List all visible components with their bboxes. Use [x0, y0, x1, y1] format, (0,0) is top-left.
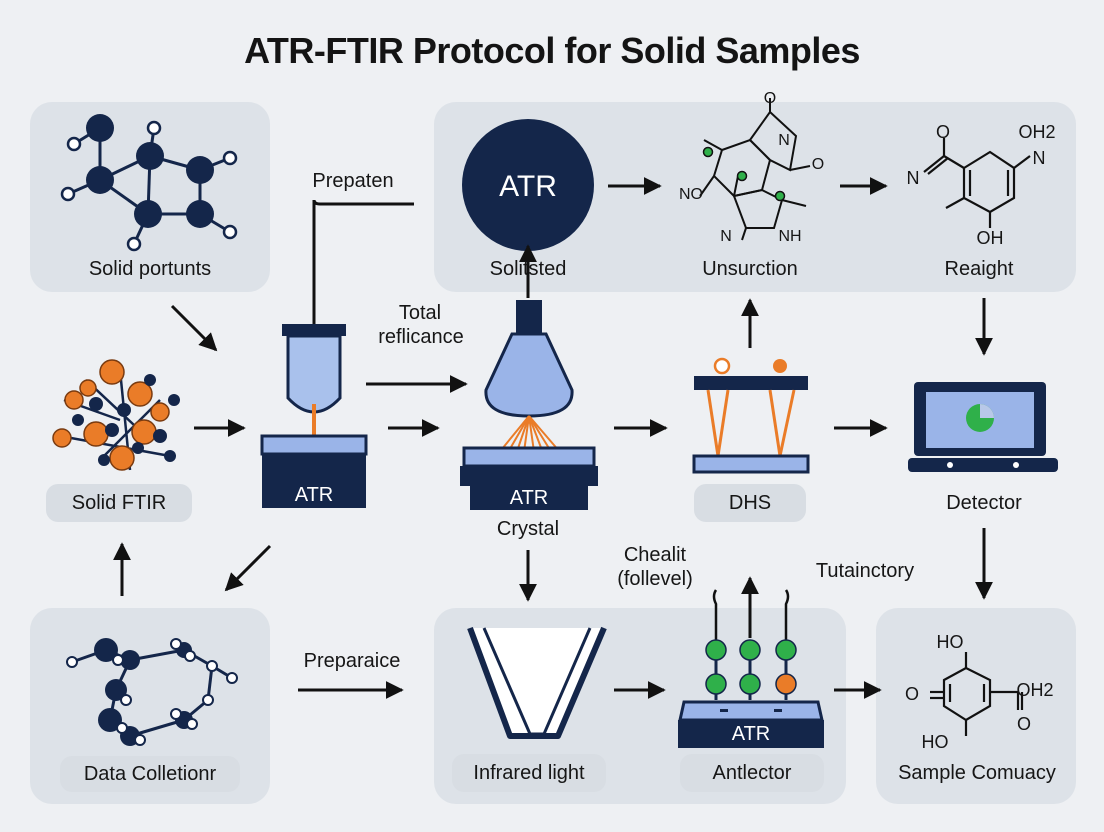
panel-sample-comuacy: [876, 608, 1076, 804]
chem-no-left: NO: [679, 186, 703, 203]
unsurction-molecule-icon: [699, 98, 811, 241]
solid-portunts-label: Solid portunts: [88, 258, 212, 280]
data-colletion-molecule-icon: [66, 638, 238, 746]
chem-n-bottom: N: [720, 228, 732, 245]
tutainctory-label: Tutainctory: [815, 560, 915, 582]
chealit-label-line2: (follevel): [617, 568, 693, 590]
sample-comuacy-molecule-icon: [930, 652, 1024, 736]
solitsted-label: Solitsted: [489, 258, 567, 280]
crystal-label: Crystal: [496, 518, 560, 540]
atr-circle-icon: [462, 119, 594, 251]
reag-oh2: OH2: [1018, 122, 1056, 142]
reaight-label: Reaight: [944, 258, 1014, 280]
detector-label: Detector: [946, 492, 1022, 514]
reag-n-right: N: [1032, 148, 1046, 168]
solid-ftir-cluster-icon: [52, 359, 180, 471]
reag-o: O: [935, 122, 950, 142]
detector-laptop-icon: [908, 382, 1058, 472]
sample-o-right: O: [1016, 714, 1031, 734]
dhs-pill: DHS: [694, 484, 806, 522]
diagram-title: ATR-FTIR Protocol for Solid Samples: [244, 30, 860, 71]
sample-ho-top: HO: [936, 632, 964, 652]
sample-o-left: O: [904, 684, 919, 704]
solid-portunts-atoms: [86, 114, 214, 228]
atr-sample-label: ATR: [294, 484, 334, 506]
atr-crystal-box-label: ATR: [509, 487, 549, 509]
total-reflicance-label-line1: Total: [398, 302, 442, 324]
prepaten-label: Prepaten: [312, 170, 394, 192]
sample-oh2: OH2: [1016, 680, 1054, 700]
infrared-light-icon: [467, 626, 607, 739]
chem-o-right: O: [811, 156, 825, 173]
reaight-molecule-icon: [923, 138, 1031, 228]
chem-n-top: N: [778, 132, 790, 149]
antlector-device-icon: [678, 589, 824, 748]
chem-o-top: O: [763, 90, 777, 107]
unsurction-label: Unsurction: [702, 258, 798, 280]
sample-ho-bottom: HO: [921, 732, 949, 752]
atr-antlector-label: ATR: [731, 723, 771, 745]
infrared-light-pill: Infrared light: [452, 754, 606, 792]
chealit-label-line1: Chealit: [623, 544, 687, 566]
atr-sample-holder-icon: [260, 199, 414, 508]
flow-arrows: [113, 177, 993, 699]
sample-comuacy-label: Sample Comuacy: [898, 762, 1056, 784]
reag-n-left: N: [906, 168, 920, 188]
solid-ftir-pill: Solid FTIR: [46, 484, 192, 522]
atr-circle-label: ATR: [499, 170, 557, 203]
data-colletion-pill: Data Colletionr: [60, 756, 240, 792]
antlector-pill: Antlector: [680, 754, 824, 792]
total-reflicance-label-line2: reflicance: [378, 326, 464, 348]
atr-crystal-lamp-icon: [460, 300, 598, 510]
dhs-stand-icon: [692, 357, 810, 474]
preparaice-label: Preparaice: [303, 650, 401, 672]
chem-nh: NH: [778, 228, 802, 245]
reag-oh: OH: [976, 228, 1004, 248]
